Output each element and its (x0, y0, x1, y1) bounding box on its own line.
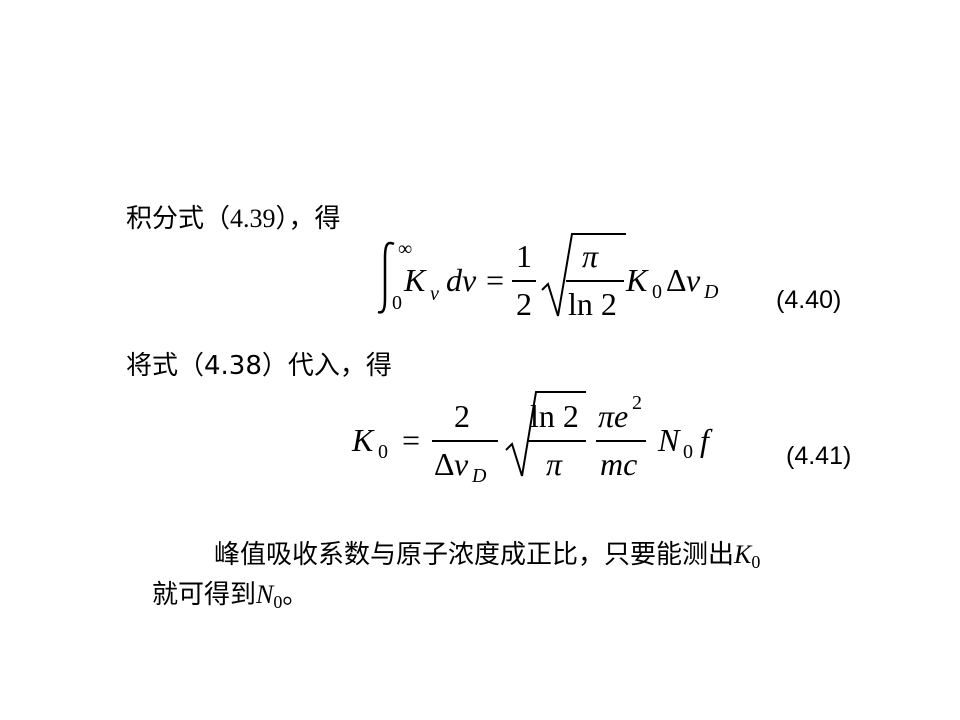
n0-symbol: N (658, 422, 680, 458)
radical-sign (541, 233, 626, 317)
conclusion-text-1: 峰值吸收系数与原子浓度成正比，只要能测出 (214, 540, 735, 570)
frac1-den-delta: Δ (434, 446, 455, 482)
equals-sign: = (486, 262, 505, 298)
integral-sign (377, 241, 395, 314)
frac2-denominator: mc (600, 446, 638, 482)
frac2-num-pi: π (598, 398, 615, 434)
conclusion-n-subscript: 0 (273, 592, 283, 612)
conclusion-text-2: 就可得到 (152, 580, 257, 610)
substitute-line: 将式（4.38）代入，得 (126, 351, 392, 381)
sqrt2-bar (528, 440, 586, 442)
lhs-k: K (352, 422, 374, 458)
sqrt-numerator-pi: π (582, 238, 599, 274)
n0-subscript: 0 (683, 441, 693, 463)
k0-symbol: K (626, 262, 648, 298)
sqrt-denominator-ln2: ln 2 (568, 286, 617, 322)
nu-subscript-d: D (704, 281, 719, 303)
fraction-numerator: 1 (516, 238, 532, 274)
intro-ref: 4.39 (230, 204, 276, 233)
equation-number-4-40: (4.40) (776, 286, 842, 314)
sqrt-fraction-bar (566, 280, 624, 282)
f-symbol: f (700, 422, 709, 458)
k0-subscript: 0 (652, 281, 662, 303)
integrand-k: K (404, 262, 426, 298)
intro-line: 积分式（4.39），得 (126, 198, 341, 235)
conclusion-end: 。 (282, 580, 309, 610)
delta-symbol: Δ (666, 262, 687, 298)
frac1-den-sub-d: D (472, 465, 487, 487)
integral-upper-limit: ∞ (398, 238, 413, 260)
frac2-num-exponent: 2 (632, 392, 642, 414)
conclusion-k-subscript: 0 (751, 552, 761, 572)
intro-text-b: ），得 (275, 204, 341, 234)
nu-symbol: v (686, 262, 701, 298)
frac1-bar (432, 440, 498, 442)
lhs-k-subscript: 0 (378, 441, 388, 463)
conclusion-line-2: 就可得到N0。 (152, 574, 308, 613)
frac2-bar (596, 440, 646, 442)
equals-sign-441: = (402, 422, 421, 458)
integrand-sub-v: v (430, 283, 439, 305)
conclusion-line-1: 峰值吸收系数与原子浓度成正比，只要能测出K0 (214, 534, 760, 573)
radical-sign-441 (505, 391, 586, 477)
conclusion-n-symbol: N (256, 580, 274, 609)
sqrt2-denominator-pi: π (546, 446, 563, 482)
equation-number-4-41: (4.41) (786, 442, 852, 470)
integral-lower-limit: 0 (392, 292, 402, 314)
intro-text-a: 积分式（ (126, 204, 231, 234)
frac1-numerator: 2 (454, 398, 470, 434)
sqrt2-numerator-ln2: ln 2 (530, 398, 579, 434)
frac2-num-e: e (614, 398, 629, 434)
differential: dv (446, 262, 477, 298)
frac1-den-nu: v (454, 446, 469, 482)
fraction-bar (512, 280, 536, 282)
fraction-denominator: 2 (516, 286, 532, 322)
conclusion-k-symbol: K (734, 540, 752, 569)
